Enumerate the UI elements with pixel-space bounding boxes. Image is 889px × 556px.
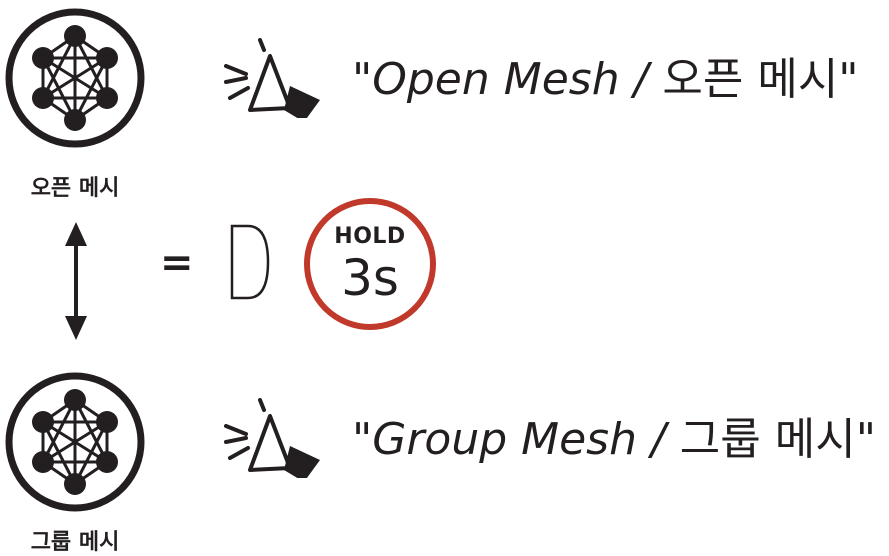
- voice-prompt-english: "Open Mesh /: [352, 54, 663, 105]
- mesh-network-icon: [5, 8, 145, 148]
- equals-sign: =: [160, 240, 194, 286]
- voice-prompt-speaker-icon: [224, 398, 320, 478]
- hold-ring-icon: [304, 198, 436, 330]
- double-arrow-vertical-icon: [65, 222, 87, 340]
- open-mesh-label: 오픈 메시: [30, 176, 120, 201]
- open-mesh-voice-prompt: "Open Mesh / 오픈 메시": [352, 58, 859, 102]
- group-mesh-label: 그룹 메시: [30, 530, 120, 555]
- hold-word: HOLD: [334, 224, 406, 249]
- button-outline-icon: [230, 224, 270, 300]
- voice-prompt-korean: 오픈 메시": [662, 54, 859, 105]
- voice-prompt-english: "Group Mesh /: [352, 414, 680, 465]
- voice-prompt-korean: 그룹 메시": [679, 414, 876, 465]
- voice-prompt-speaker-icon: [224, 38, 320, 118]
- hold-time: 3s: [341, 249, 399, 307]
- mesh-network-icon: [5, 372, 145, 512]
- hold-duration-badge: HOLD 3s: [303, 197, 437, 331]
- group-mesh-voice-prompt: "Group Mesh / 그룹 메시": [352, 418, 876, 462]
